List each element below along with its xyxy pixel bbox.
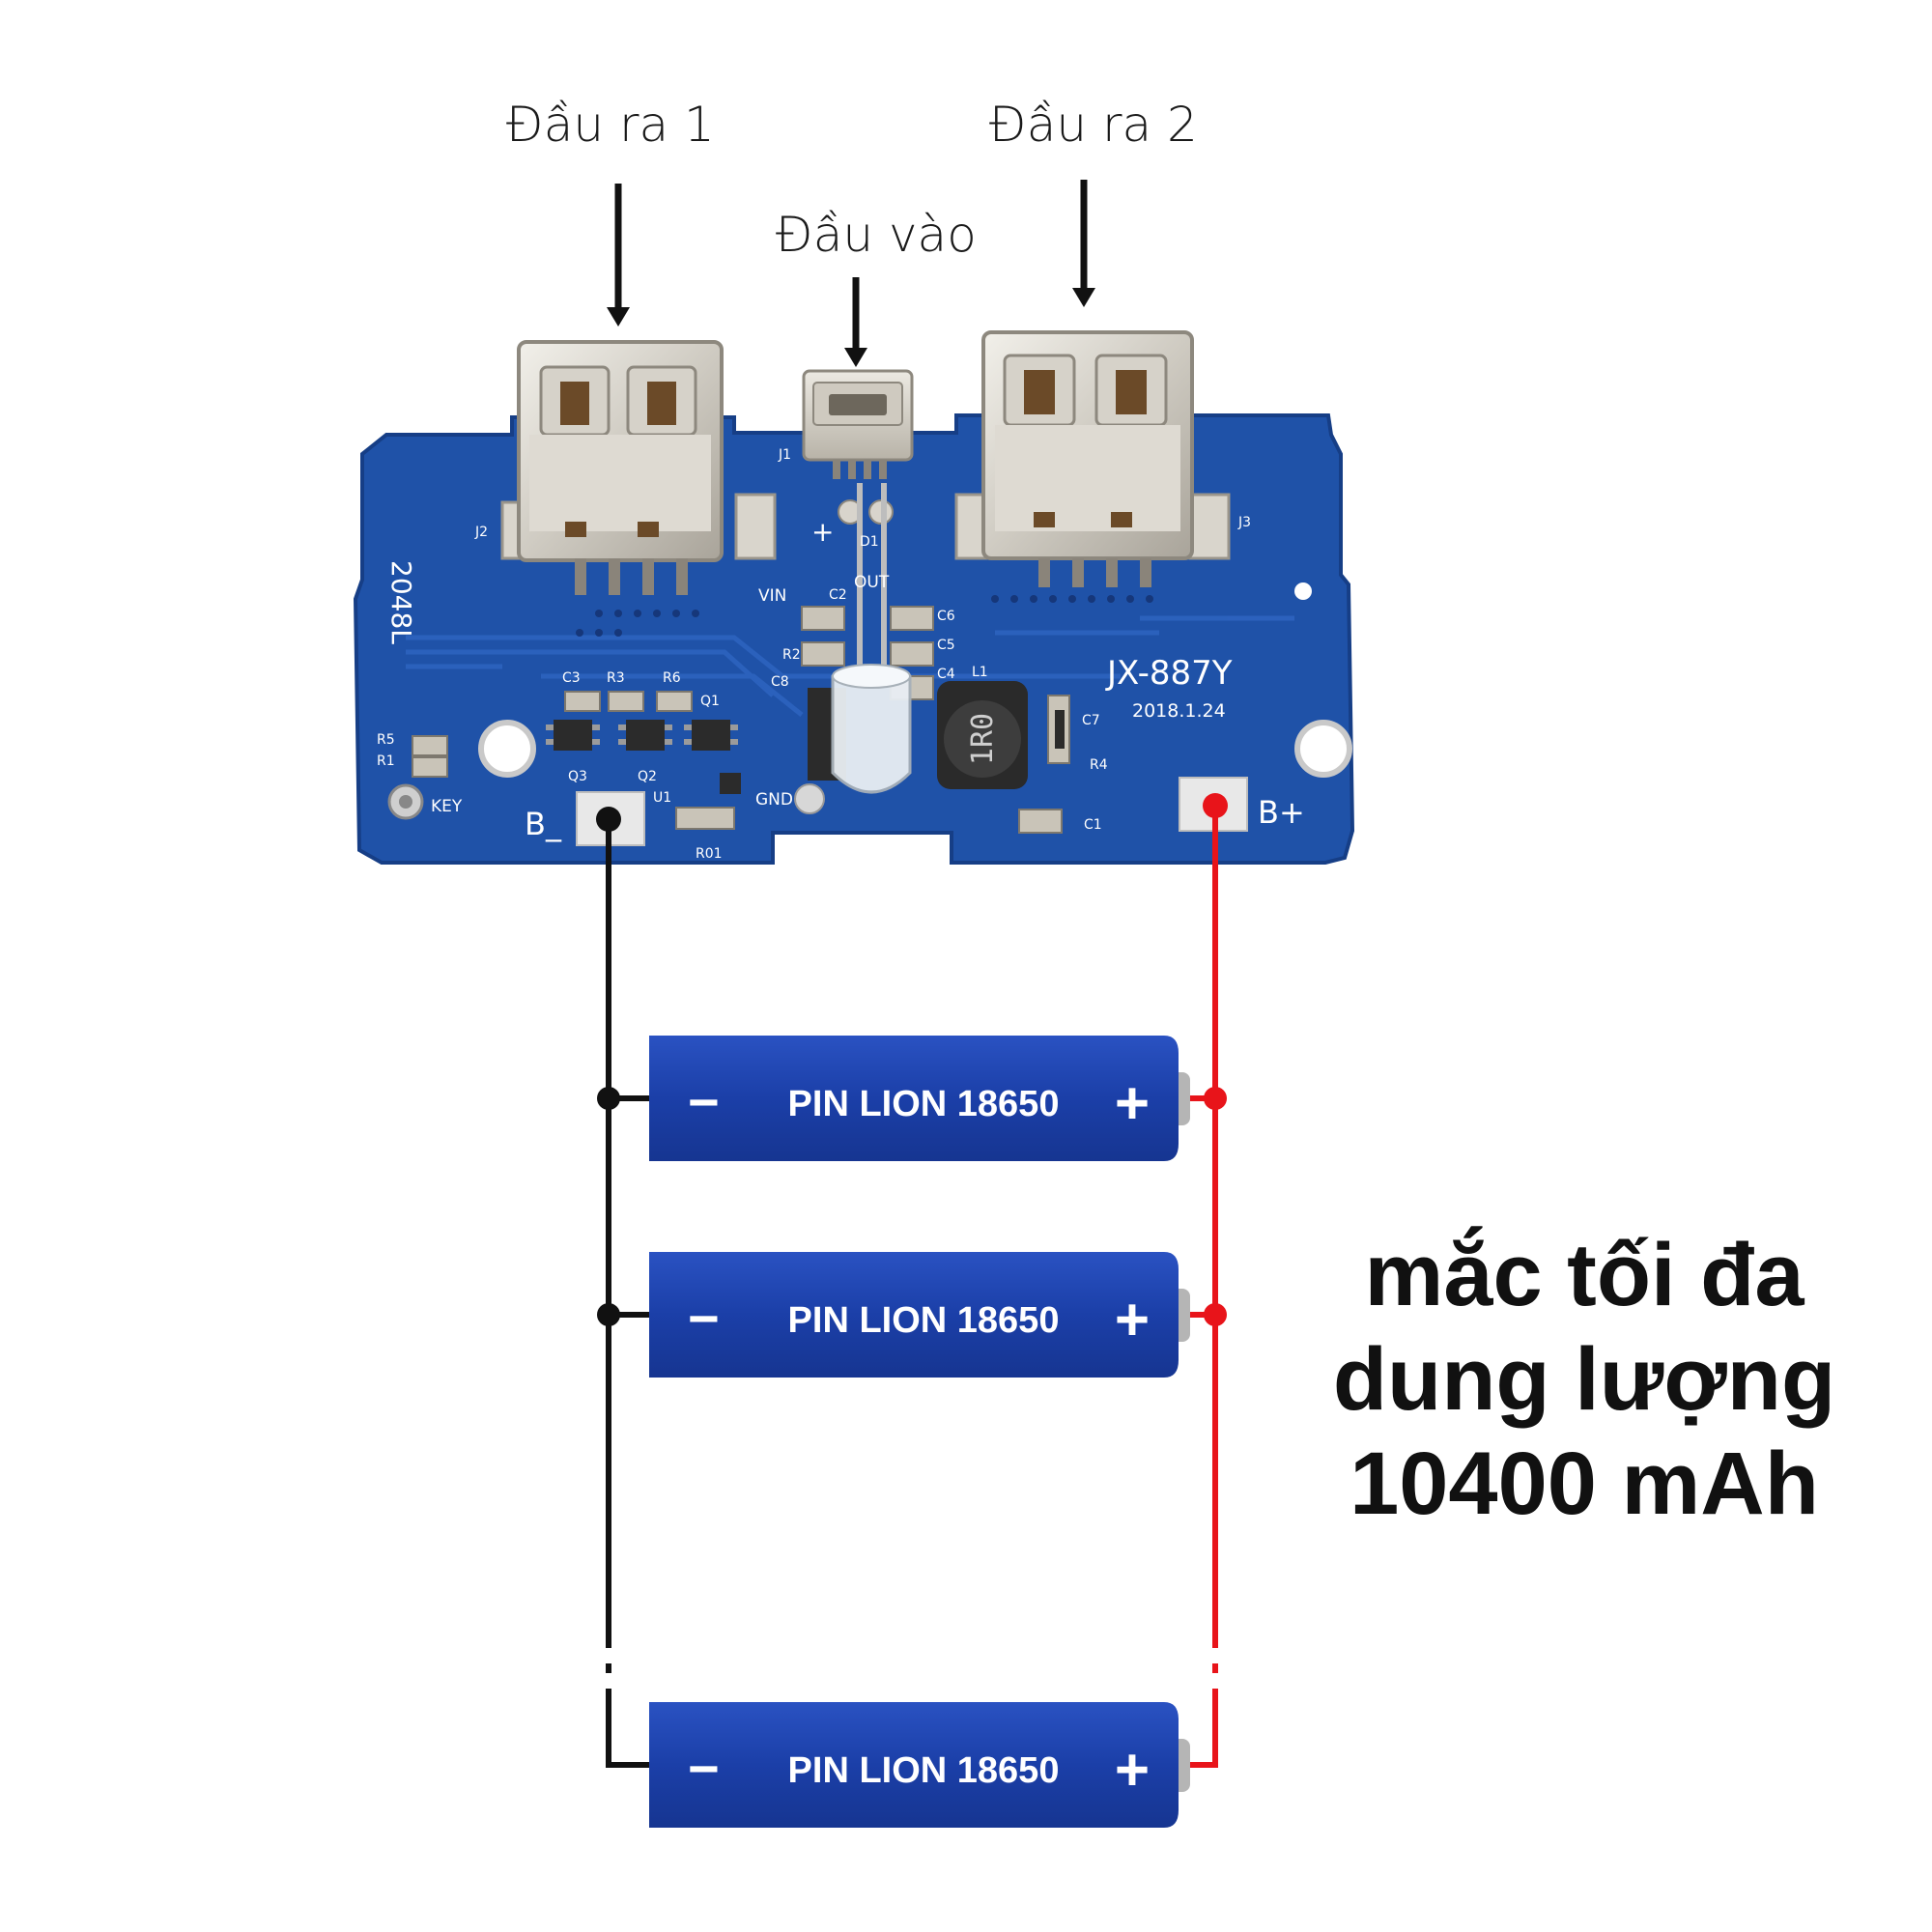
ref-c3: C3 [562, 670, 581, 686]
ref-u1: U1 [653, 790, 671, 806]
battery-3-pos-sign: + [1115, 1737, 1150, 1804]
battery-1-pos-sign: + [1115, 1070, 1150, 1137]
battery-3-label: PIN LION 18650 [788, 1750, 1060, 1791]
gnd-label: GND [755, 790, 793, 810]
battery-3: − PIN LION 18650 + [649, 1702, 1190, 1828]
battery-1-label: PIN LION 18650 [788, 1084, 1060, 1124]
output1-arrow [607, 184, 630, 327]
ref-r2: R2 [782, 647, 801, 663]
battery-1-neg-sign: − [688, 1071, 720, 1132]
ref-r5: R5 [377, 732, 395, 748]
positive-wire [1179, 806, 1218, 1768]
output2-arrow [1072, 180, 1095, 307]
battery-2: − PIN LION 18650 + [649, 1252, 1190, 1378]
ref-q3: Q3 [568, 769, 587, 784]
led [831, 483, 912, 794]
label-input: Đầu vào [776, 207, 977, 263]
note-line-1: mắc tối đa [1364, 1226, 1804, 1324]
ref-d1: D1 [860, 534, 879, 550]
ref-j1: J1 [778, 447, 791, 463]
battery-3-neg-sign: − [688, 1738, 720, 1799]
ref-r6: R6 [663, 670, 681, 686]
ref-c8: C8 [771, 674, 789, 690]
negative-wire [606, 819, 653, 1768]
ref-c7: C7 [1082, 713, 1100, 728]
ref-r3: R3 [607, 670, 625, 686]
ref-r1: R1 [377, 753, 395, 769]
ref-l1: L1 [972, 665, 988, 680]
ref-r01: R01 [696, 846, 723, 862]
input-arrow [844, 277, 867, 367]
ref-j2: J2 [474, 525, 488, 540]
label-output1: Đầu ra 1 [506, 97, 715, 153]
inductor-code: 1R0 [966, 713, 1000, 765]
battery-2-label: PIN LION 18650 [788, 1300, 1060, 1341]
label-output2: Đầu ra 2 [989, 97, 1198, 153]
usb-port-output2 [954, 330, 1231, 587]
ref-j3: J3 [1237, 515, 1251, 530]
pcb-board: + [353, 330, 1355, 865]
ref-q2: Q2 [638, 769, 657, 784]
battery-1: − PIN LION 18650 + [649, 1036, 1190, 1161]
ref-c1: C1 [1084, 817, 1102, 833]
pad-pos-label: B+ [1258, 794, 1305, 831]
note-line-2: dung lượng [1332, 1330, 1836, 1429]
smd-components: 1R0 [387, 483, 1070, 834]
board-model: JX-887Y [1105, 654, 1233, 693]
ref-c6: C6 [937, 609, 955, 624]
ref-r4: R4 [1090, 757, 1108, 773]
svg-text:+: + [811, 516, 834, 548]
battery-2-neg-sign: − [688, 1288, 720, 1349]
vin-label: VIN [758, 586, 786, 606]
ref-c2: C2 [829, 587, 847, 603]
note-line-3: 10400 mAh [1350, 1435, 1819, 1533]
ref-q1: Q1 [700, 694, 720, 709]
usb-port-output1 [500, 340, 777, 595]
board-code: 2048L [385, 560, 417, 644]
board-date: 2018.1.24 [1132, 700, 1226, 722]
ref-c5: C5 [937, 638, 955, 653]
pad-neg-label: B_ [525, 806, 562, 842]
battery-2-pos-sign: + [1115, 1287, 1150, 1353]
key-label: KEY [431, 797, 463, 816]
ref-c4: C4 [937, 667, 955, 682]
micro-usb-input: + [802, 369, 914, 548]
out-label: OUT [854, 573, 890, 592]
